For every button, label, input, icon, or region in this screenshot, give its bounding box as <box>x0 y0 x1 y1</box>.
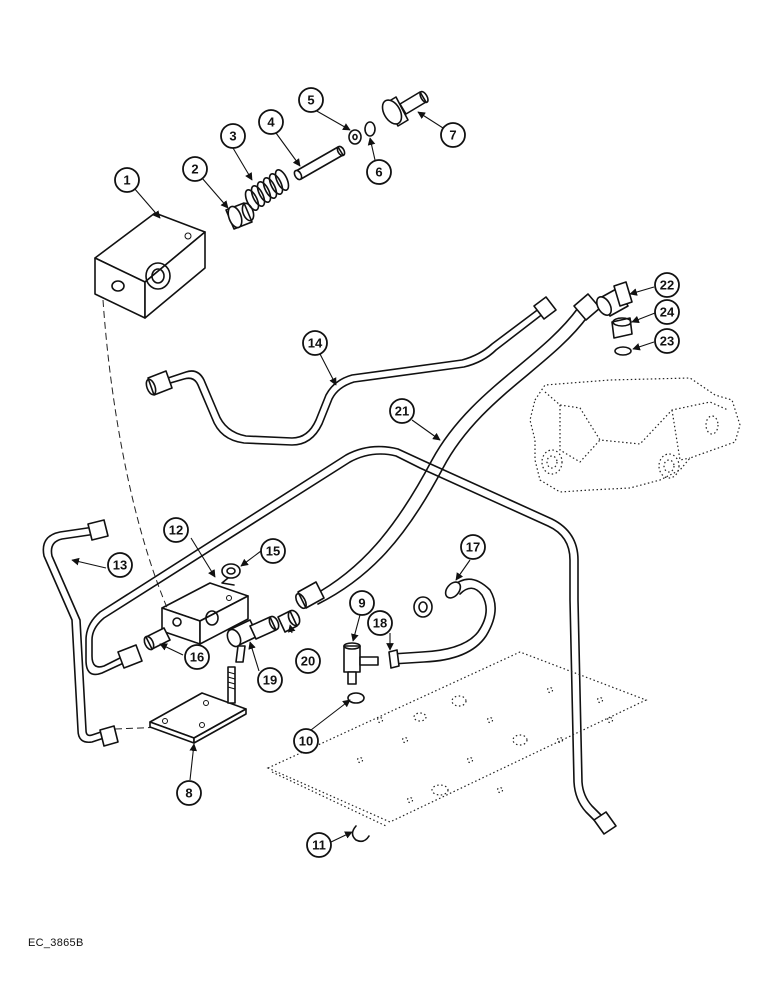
washer-part-5 <box>348 129 362 145</box>
callout-17: 17 <box>460 534 486 560</box>
callout-10: 10 <box>293 728 319 754</box>
svg-text:14: 14 <box>308 336 323 351</box>
tee-fitting-part-9 <box>343 642 379 685</box>
o-ring-part-10 <box>347 692 365 704</box>
callout-8: 8 <box>176 780 202 806</box>
svg-text:12: 12 <box>169 523 183 538</box>
callout-23: 23 <box>654 328 680 354</box>
svg-text:3: 3 <box>229 129 236 144</box>
svg-text:21: 21 <box>395 404 409 419</box>
callout-18: 18 <box>367 610 393 636</box>
callout-20: 20 <box>295 648 321 674</box>
callout-7: 7 <box>440 122 466 148</box>
svg-text:23: 23 <box>660 334 674 349</box>
svg-text:2: 2 <box>191 162 198 177</box>
svg-text:16: 16 <box>190 650 204 665</box>
svg-text:9: 9 <box>358 596 365 611</box>
svg-text:13: 13 <box>113 558 127 573</box>
svg-text:5: 5 <box>307 93 314 108</box>
clip-part-11 <box>351 825 370 843</box>
callout-5: 5 <box>298 87 324 113</box>
plug-part-15 <box>221 563 241 586</box>
callout-14: 14 <box>302 330 328 356</box>
hose-part-17 <box>391 578 496 665</box>
svg-text:17: 17 <box>466 540 480 555</box>
o-ring-part-23 <box>614 346 632 356</box>
elbow-fitting-part-19 <box>226 615 280 663</box>
callout-12: 12 <box>163 517 189 543</box>
callout-19: 19 <box>257 667 283 693</box>
fitting-part-16 <box>143 627 171 651</box>
fitting-part-20 <box>277 609 301 633</box>
o-ring-part-6 <box>364 121 376 137</box>
bracket-part-8 <box>149 666 247 744</box>
plug-part-2 <box>225 202 255 230</box>
reference-code: EC_3865B <box>28 937 84 949</box>
callout-15: 15 <box>260 538 286 564</box>
svg-text:22: 22 <box>660 278 674 293</box>
svg-text:18: 18 <box>373 616 387 631</box>
svg-text:10: 10 <box>299 734 313 749</box>
svg-text:4: 4 <box>267 115 275 130</box>
callout-16: 16 <box>184 644 210 670</box>
spool-part-4 <box>293 145 346 181</box>
valve-block-part-12 <box>161 582 249 645</box>
callout-21: 21 <box>389 398 415 424</box>
clamp-part-18 <box>388 596 433 669</box>
callout-4: 4 <box>258 109 284 135</box>
svg-text:24: 24 <box>660 305 675 320</box>
callout-3: 3 <box>220 123 246 149</box>
callout-1: 1 <box>114 167 140 193</box>
leader-lines <box>71 109 656 843</box>
assembly-line <box>102 299 169 611</box>
valve-block-part-1 <box>94 212 206 319</box>
callout-11: 11 <box>306 832 332 858</box>
svg-text:8: 8 <box>185 786 192 801</box>
hose-part-21 <box>295 293 601 610</box>
callout-24: 24 <box>654 299 680 325</box>
svg-text:11: 11 <box>312 838 326 853</box>
pipe-part-14 <box>145 296 557 446</box>
svg-text:1: 1 <box>123 173 130 188</box>
svg-text:19: 19 <box>263 673 277 688</box>
spring-part-3 <box>244 169 290 211</box>
assembly-line <box>114 726 166 730</box>
pipe-loop <box>85 445 617 835</box>
adapter-part-24 <box>611 317 633 339</box>
svg-text:15: 15 <box>266 544 280 559</box>
pipe-part-13 <box>42 519 119 747</box>
svg-text:20: 20 <box>301 654 315 669</box>
cover-plate-phantom <box>266 651 648 827</box>
fitting-part-7 <box>381 90 429 127</box>
elbow-part-22 <box>595 281 633 317</box>
callout-6: 6 <box>366 159 392 185</box>
callout-22: 22 <box>654 272 680 298</box>
svg-text:6: 6 <box>375 165 382 180</box>
callout-9: 9 <box>349 590 375 616</box>
svg-text:7: 7 <box>449 128 456 143</box>
callout-2: 2 <box>182 156 208 182</box>
callout-13: 13 <box>107 552 133 578</box>
transmission-housing-phantom <box>529 377 741 493</box>
